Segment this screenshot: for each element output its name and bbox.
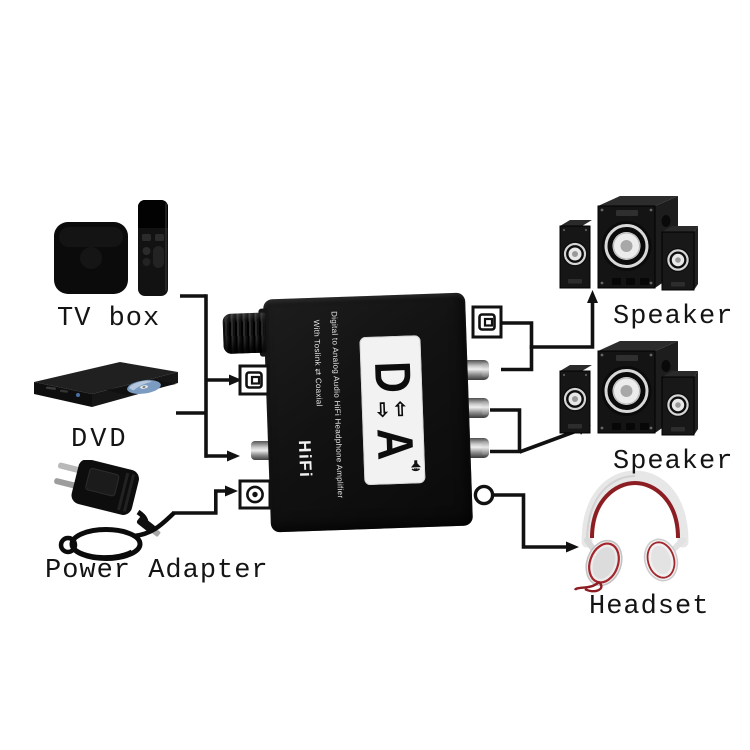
- logo-letter-a: A: [365, 426, 423, 461]
- line-to-headset: [494, 493, 566, 549]
- volume-knob: [222, 312, 267, 354]
- dvd-label: DVD: [71, 425, 129, 455]
- speaker-top-label: Speaker: [613, 302, 734, 332]
- arrowhead-power-in: [225, 485, 238, 497]
- optical-output-icon: [471, 305, 503, 339]
- tv-box-label: TV box: [57, 304, 161, 334]
- headphone-jack-icon: [473, 484, 495, 506]
- converter-description-line2: With Toslink ⇄ Coaxial: [311, 319, 324, 407]
- speaker-set-top-illustration: [558, 194, 700, 292]
- optical-input-icon: [238, 364, 270, 396]
- line-to-speaker-top: [529, 303, 595, 349]
- speaker-bottom-label: Speaker: [613, 447, 734, 477]
- converter-description-line1: Digital to Analog Audio HiFi Headphone A…: [329, 310, 345, 499]
- sound-waves-icon: [410, 460, 421, 472]
- arrowhead-speaker-top: [587, 290, 598, 303]
- da-logo-label: D ⇩⇧ A: [359, 335, 426, 486]
- headset-illustration: [573, 470, 689, 593]
- coaxial-input-jack: [251, 441, 269, 460]
- arrowhead-coax-in: [227, 450, 240, 462]
- power-adapter-illustration: [54, 460, 176, 561]
- logo-arrows-icon: ⇩⇧: [374, 399, 411, 422]
- tv-box-illustration: [54, 200, 168, 296]
- arrowhead-headset: [566, 541, 579, 553]
- dac-converter: Digital to Analog Audio HiFi Headphone A…: [222, 292, 474, 533]
- headset-label: Headset: [589, 592, 710, 622]
- dvd-player-illustration: [34, 362, 178, 407]
- bracket-rca2-rca3: [490, 408, 522, 454]
- rca-output-jack-1: [462, 360, 489, 380]
- power-input-icon: [238, 479, 272, 510]
- speaker-set-bottom-illustration: [558, 339, 700, 437]
- bracket-optical-out-rca1: [501, 321, 534, 372]
- logo-letter-d: D: [363, 359, 421, 394]
- line-adapter-to-power-in: [172, 489, 225, 515]
- converter-brand: HiFi: [294, 439, 316, 479]
- arrowhead-optical-in: [229, 374, 242, 386]
- power-adapter-label: Power Adapter: [45, 556, 269, 586]
